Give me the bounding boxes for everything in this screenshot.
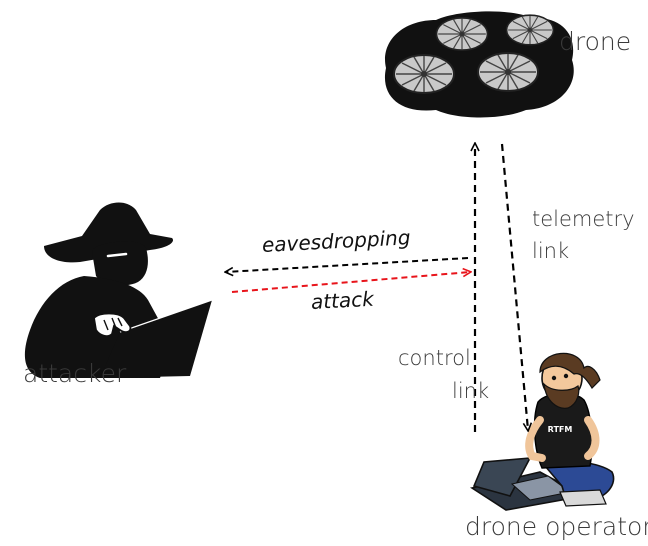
drone-icon: [384, 11, 574, 118]
telemetry-link-label-line2: link: [532, 239, 570, 263]
shirt-text: RTFM: [548, 425, 573, 434]
operator-label: drone operator: [465, 512, 648, 541]
telemetry-link-arrow: [500, 143, 528, 430]
operator-icon: RTFM: [469, 352, 615, 511]
control-link-label-line1: control: [398, 346, 471, 370]
telemetry-link-label-line1: telemetry: [532, 207, 635, 231]
attack-label: attack: [310, 286, 375, 314]
hacker-icon: [24, 202, 213, 378]
control-link-label-line2: link: [452, 379, 490, 403]
eavesdropping-arrow: [226, 257, 469, 272]
attacker-label: attacker: [23, 359, 127, 388]
drone-label: drone: [559, 27, 632, 56]
